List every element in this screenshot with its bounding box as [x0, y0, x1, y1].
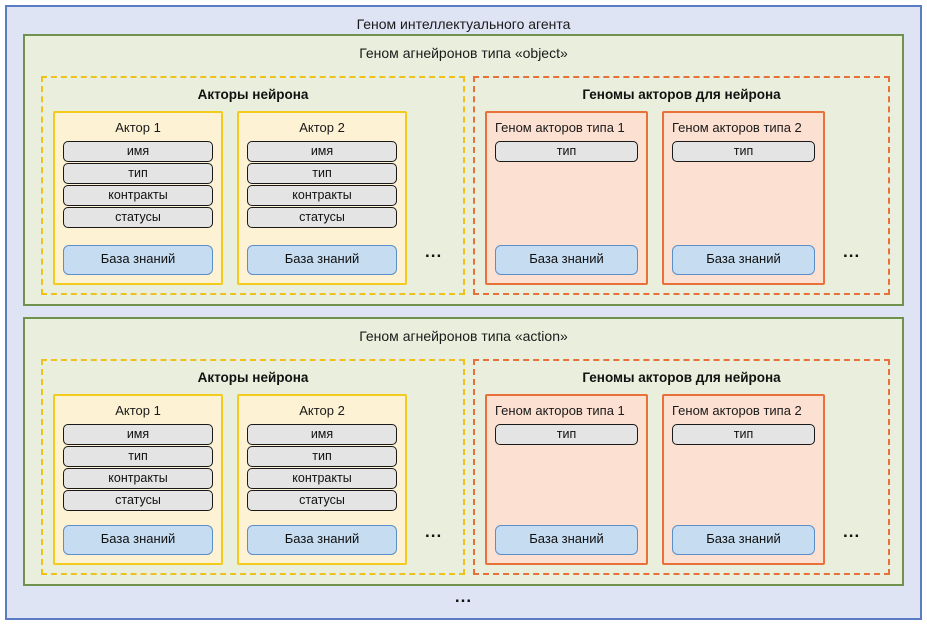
attribute-box-statuses[interactable]: статусы	[63, 207, 213, 228]
card-spacer	[495, 162, 638, 240]
genome-card[interactable]: Геном акторов типа 1 тип База знаний	[485, 394, 648, 565]
genome-card[interactable]: Геном акторов типа 2 тип База знаний	[662, 111, 825, 285]
attribute-box-type[interactable]: тип	[495, 424, 638, 445]
genome-cards-row: Геном акторов типа 1 тип База знаний Ген…	[485, 111, 878, 285]
knowledge-base-box[interactable]: База знаний	[495, 245, 638, 275]
attribute-box-name[interactable]: имя	[247, 424, 397, 445]
actors-column-title: Акторы нейрона	[197, 370, 309, 385]
more-genomes-ellipsis: ...	[843, 522, 861, 541]
genome-card-title: Геном акторов типа 2	[672, 403, 802, 418]
card-spacer	[247, 511, 397, 520]
attribute-box-statuses[interactable]: статусы	[247, 490, 397, 511]
actor-cards-row: Актор 1 имя тип контракты статусы База з…	[53, 111, 453, 285]
attribute-box-type[interactable]: тип	[247, 446, 397, 467]
card-spacer	[247, 228, 397, 240]
actors-column: Акторы нейрона Актор 1 имя тип контракты…	[41, 76, 465, 295]
knowledge-base-box[interactable]: База знаний	[672, 525, 815, 555]
actor-cards-row: Актор 1 имя тип контракты статусы База з…	[53, 394, 453, 565]
more-neuron-panels-ellipsis: ...	[454, 587, 473, 606]
knowledge-base-box[interactable]: База знаний	[495, 525, 638, 555]
knowledge-base-box[interactable]: База знаний	[247, 245, 397, 275]
knowledge-base-box[interactable]: База знаний	[63, 525, 213, 555]
card-spacer	[63, 228, 213, 240]
genomes-column-title: Геномы акторов для нейрона	[582, 370, 781, 385]
more-actors-ellipsis: ...	[425, 522, 443, 541]
actor-card[interactable]: Актор 2 имя тип контракты статусы База з…	[237, 111, 407, 285]
card-spacer	[495, 445, 638, 520]
agent-genome-frame: Геном интеллектуального агента Геном агн…	[5, 5, 922, 620]
card-spacer	[672, 445, 815, 520]
actor-card[interactable]: Актор 2 имя тип контракты статусы База з…	[237, 394, 407, 565]
attribute-box-statuses[interactable]: статусы	[63, 490, 213, 511]
attribute-box-contracts[interactable]: контракты	[63, 185, 213, 206]
attribute-box-contracts[interactable]: контракты	[247, 468, 397, 489]
attribute-box-type[interactable]: тип	[63, 446, 213, 467]
genome-card-title: Геном акторов типа 1	[495, 120, 625, 135]
attribute-stack: имя тип контракты статусы	[63, 424, 213, 511]
attribute-stack: имя тип контракты статусы	[247, 141, 397, 228]
actor-card[interactable]: Актор 1 имя тип контракты статусы База з…	[53, 394, 223, 565]
attribute-box-contracts[interactable]: контракты	[247, 185, 397, 206]
genome-card[interactable]: Геном акторов типа 1 тип База знаний	[485, 111, 648, 285]
genome-cards-row: Геном акторов типа 1 тип База знаний Ген…	[485, 394, 878, 565]
knowledge-base-box[interactable]: База знаний	[672, 245, 815, 275]
attribute-box-type[interactable]: тип	[495, 141, 638, 162]
attribute-stack: тип	[495, 424, 638, 445]
more-actors-ellipsis: ...	[425, 242, 443, 261]
genome-card-title: Геном акторов типа 1	[495, 403, 625, 418]
actors-column: Акторы нейрона Актор 1 имя тип контракты…	[41, 359, 465, 575]
neuron-panel-action: Геном агнейронов типа «action» Акторы не…	[23, 317, 904, 586]
genome-card[interactable]: Геном акторов типа 2 тип База знаний	[662, 394, 825, 565]
neuron-panel-title: Геном агнейронов типа «action»	[359, 328, 568, 344]
actor-card-title: Актор 1	[115, 403, 161, 418]
actors-column-title: Акторы нейрона	[197, 87, 309, 102]
genomes-column: Геномы акторов для нейрона Геном акторов…	[473, 76, 890, 295]
card-spacer	[63, 511, 213, 520]
knowledge-base-box[interactable]: База знаний	[247, 525, 397, 555]
knowledge-base-box[interactable]: База знаний	[63, 245, 213, 275]
attribute-stack: тип	[495, 141, 638, 162]
genomes-column-title: Геномы акторов для нейрона	[582, 87, 781, 102]
genomes-column: Геномы акторов для нейрона Геном акторов…	[473, 359, 890, 575]
agent-genome-title: Геном интеллектуального агента	[356, 16, 571, 32]
neuron-panel-title: Геном агнейронов типа «object»	[359, 45, 568, 61]
attribute-stack: имя тип контракты статусы	[247, 424, 397, 511]
attribute-box-type[interactable]: тип	[247, 163, 397, 184]
attribute-stack: тип	[672, 424, 815, 445]
neuron-panel-object: Геном агнейронов типа «object» Акторы не…	[23, 34, 904, 306]
attribute-stack: тип	[672, 141, 815, 162]
attribute-box-contracts[interactable]: контракты	[63, 468, 213, 489]
attribute-box-name[interactable]: имя	[63, 141, 213, 162]
actor-card[interactable]: Актор 1 имя тип контракты статусы База з…	[53, 111, 223, 285]
attribute-box-type[interactable]: тип	[672, 424, 815, 445]
actor-card-title: Актор 2	[299, 120, 345, 135]
attribute-stack: имя тип контракты статусы	[63, 141, 213, 228]
attribute-box-type[interactable]: тип	[63, 163, 213, 184]
attribute-box-name[interactable]: имя	[247, 141, 397, 162]
actor-card-title: Актор 1	[115, 120, 161, 135]
attribute-box-statuses[interactable]: статусы	[247, 207, 397, 228]
attribute-box-name[interactable]: имя	[63, 424, 213, 445]
attribute-box-type[interactable]: тип	[672, 141, 815, 162]
more-genomes-ellipsis: ...	[843, 242, 861, 261]
card-spacer	[672, 162, 815, 240]
actor-card-title: Актор 2	[299, 403, 345, 418]
genome-card-title: Геном акторов типа 2	[672, 120, 802, 135]
